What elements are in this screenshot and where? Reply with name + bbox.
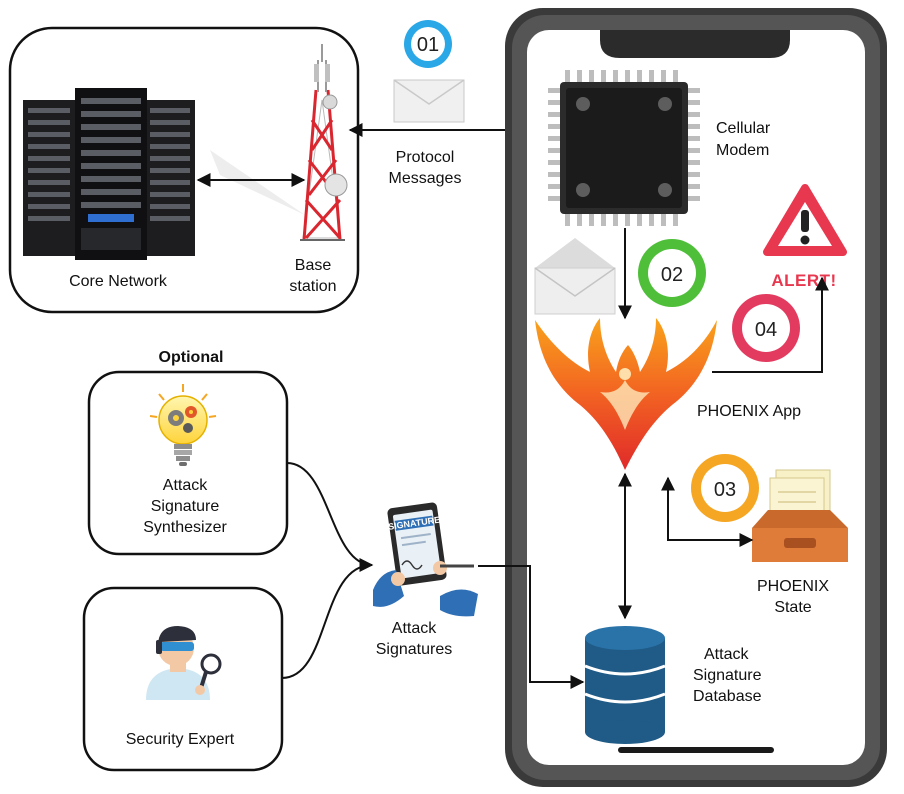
phoenix-app-label: PHOENIX App <box>697 403 801 420</box>
svg-text:04: 04 <box>755 319 777 341</box>
home-indicator <box>618 747 774 753</box>
phoenix-state-label-2: State <box>774 599 811 616</box>
core-network-label: Core Network <box>69 273 168 290</box>
badge-01: 01 <box>404 20 452 68</box>
svg-text:03: 03 <box>714 479 736 501</box>
svg-text:02: 02 <box>661 264 683 286</box>
cellular-modem-label-1: Cellular <box>716 120 771 137</box>
server-rack-icon <box>23 88 195 260</box>
base-station-label-1: Base <box>295 257 332 274</box>
badge-02: 02 <box>638 239 706 307</box>
open-envelope-icon <box>534 238 616 315</box>
app-to-alert-arrow <box>712 276 829 373</box>
attack-signatures-label-2: Signatures <box>376 641 453 658</box>
app-to-state-arrow <box>661 476 754 547</box>
signing-tablet-icon: SIGNATURE <box>373 502 478 617</box>
expert-to-signatures-connector <box>281 558 374 679</box>
signatures-to-database-arrow <box>478 565 585 689</box>
phoenix-state-label-1: PHOENIX <box>757 578 829 595</box>
phone-notch <box>600 30 790 58</box>
database-label-1: Attack <box>704 646 749 663</box>
alert-label: ALERT! <box>771 271 836 290</box>
attack-signatures-label-1: Attack <box>392 620 437 637</box>
database-icon <box>584 626 666 744</box>
database-label-3: Database <box>693 688 762 705</box>
envelope-icon <box>393 79 465 123</box>
synthesizer-label-1: Attack <box>163 477 208 494</box>
badge-04: 04 <box>732 294 800 362</box>
modem-chip-icon <box>548 70 700 226</box>
svg-text:01: 01 <box>417 34 439 56</box>
synthesizer-to-signatures-connector <box>286 462 373 566</box>
protocol-label-1: Protocol <box>396 149 455 166</box>
optional-label: Optional <box>159 349 224 366</box>
phoenix-logo-icon <box>535 318 717 470</box>
protocol-label-2: Messages <box>389 170 462 187</box>
base-station-label-2: station <box>289 278 336 295</box>
security-expert-label: Security Expert <box>126 731 235 748</box>
synthesizer-label-3: Synthesizer <box>143 519 227 536</box>
synthesizer-label-2: Signature <box>151 498 220 515</box>
cellular-modem-label-2: Modem <box>716 142 769 159</box>
file-drawer-icon <box>752 469 848 562</box>
lightbulb-gears-icon <box>149 384 217 466</box>
database-label-2: Signature <box>693 667 762 684</box>
security-expert-avatar-icon <box>146 626 222 700</box>
alert-triangle-icon <box>763 184 847 256</box>
badge-03: 03 <box>691 454 759 522</box>
